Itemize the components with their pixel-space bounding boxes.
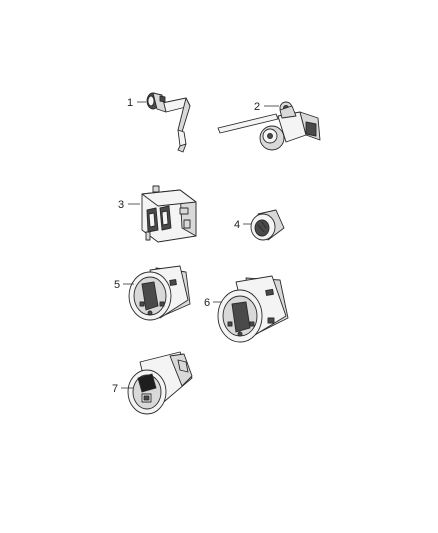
part-4-round-switch: 4 [234,209,285,241]
callout-3-label: 3 [118,199,124,211]
part-1-leveling-sensor: 1 [127,92,191,153]
part-6-headlamp-switch: 6 [204,275,289,343]
callout-2-label: 2 [254,101,260,113]
callout-6-label: 6 [204,297,210,309]
callout-4-label: 4 [234,219,240,231]
part-7-cylindrical-switch: 7 [112,351,193,415]
part-3-switch-module: 3 [118,185,197,243]
part-2-leveling-sensor: 2 [217,101,321,151]
part-5-headlamp-switch: 5 [114,265,191,321]
callout-1-label: 1 [127,97,133,109]
callout-5-label: 5 [114,279,120,291]
callout-7-label: 7 [112,383,118,395]
